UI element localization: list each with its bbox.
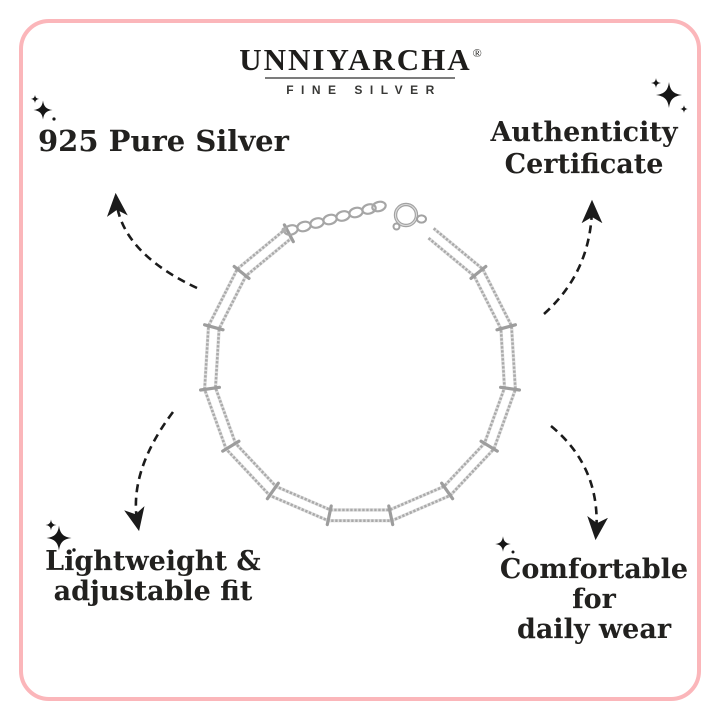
feature-authenticity-certificate: Authenticity Certificate <box>466 117 702 181</box>
arrow-to-comfortable <box>550 424 608 541</box>
sparkle-icon <box>495 536 515 554</box>
feature-label-line: adjustable fit <box>53 576 253 607</box>
callout-arrows <box>106 192 608 541</box>
sparkle-icon <box>30 94 56 121</box>
feature-label-line: Certificate <box>504 149 664 180</box>
brand-tagline: FINE SILVER <box>286 83 442 97</box>
arrow-to-lightweight <box>124 411 175 532</box>
spring-ring-clasp <box>281 202 427 233</box>
feature-comfortable-daily-wear: Comfortable for daily wear <box>481 555 707 645</box>
logo-divider <box>265 77 455 79</box>
brand-logo: UNNIYARCHA® FINE SILVER <box>0 44 720 97</box>
arrow-to-pure-silver <box>106 192 198 290</box>
arrow-to-authenticity <box>543 199 603 315</box>
feature-lightweight-adjustable: Lightweight & adjustable fit <box>40 547 266 607</box>
bead-stations <box>199 223 522 527</box>
brand-name: UNNIYARCHA <box>239 42 472 77</box>
feature-label-line: Comfortable for <box>499 554 689 615</box>
bracelet-inner-strand <box>213 236 507 512</box>
feature-label-line: Lightweight & <box>45 546 261 577</box>
bracelet-outer-strand <box>202 227 518 523</box>
extender-chain <box>283 200 387 236</box>
feature-925-pure-silver: 925 Pure Silver <box>38 124 289 158</box>
feature-label-line: daily wear <box>516 614 672 645</box>
registered-mark: ® <box>472 46 482 60</box>
feature-label-line: Authenticity <box>490 117 678 148</box>
sparkle-icon <box>651 78 688 113</box>
brand-name-row: UNNIYARCHA® <box>0 44 720 75</box>
silver-bracelet <box>199 200 522 527</box>
sparkle-icon <box>45 519 76 552</box>
feature-label: 925 Pure Silver <box>38 124 289 158</box>
